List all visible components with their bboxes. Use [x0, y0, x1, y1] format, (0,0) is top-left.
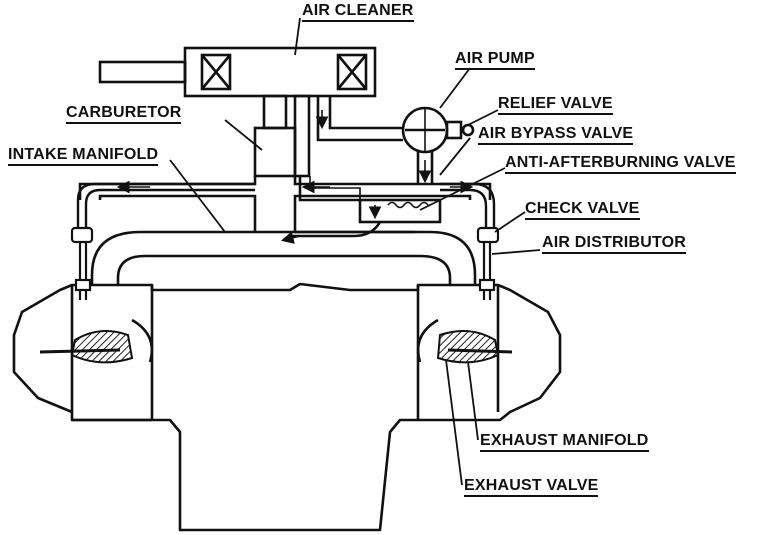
check-valve-right: [478, 228, 498, 242]
label-air-pump: AIR PUMP: [455, 50, 535, 70]
air-pump: [290, 96, 473, 236]
label-exhaust-valve: EXHAUST VALVE: [464, 477, 598, 497]
intake-manifold: [92, 232, 475, 285]
label-exhaust-manifold: EXHAUST MANIFOLD: [480, 432, 649, 452]
air-distributor-right: [484, 242, 490, 300]
label-air-distributor: AIR DISTRIBUTOR: [542, 234, 686, 254]
anti-afterburning-valve: [360, 200, 440, 222]
carburetor-body: [255, 128, 295, 176]
air-distributor-left: [80, 242, 86, 300]
label-intake-manifold: INTAKE MANIFOLD: [8, 146, 158, 166]
exhaust-valve-left: [72, 331, 132, 362]
label-air-bypass-valve: AIR BYPASS VALVE: [478, 125, 633, 145]
label-anti-afterburning-valve: ANTI-AFTERBURNING VALVE: [505, 154, 736, 174]
label-relief-valve: RELIEF VALVE: [498, 95, 613, 115]
exhaust-valve-right: [438, 331, 498, 362]
label-check-valve: CHECK VALVE: [525, 200, 640, 220]
check-valve-left: [72, 228, 92, 242]
label-air-cleaner: AIR CLEANER: [302, 2, 414, 22]
label-carburetor: CARBURETOR: [66, 104, 181, 124]
